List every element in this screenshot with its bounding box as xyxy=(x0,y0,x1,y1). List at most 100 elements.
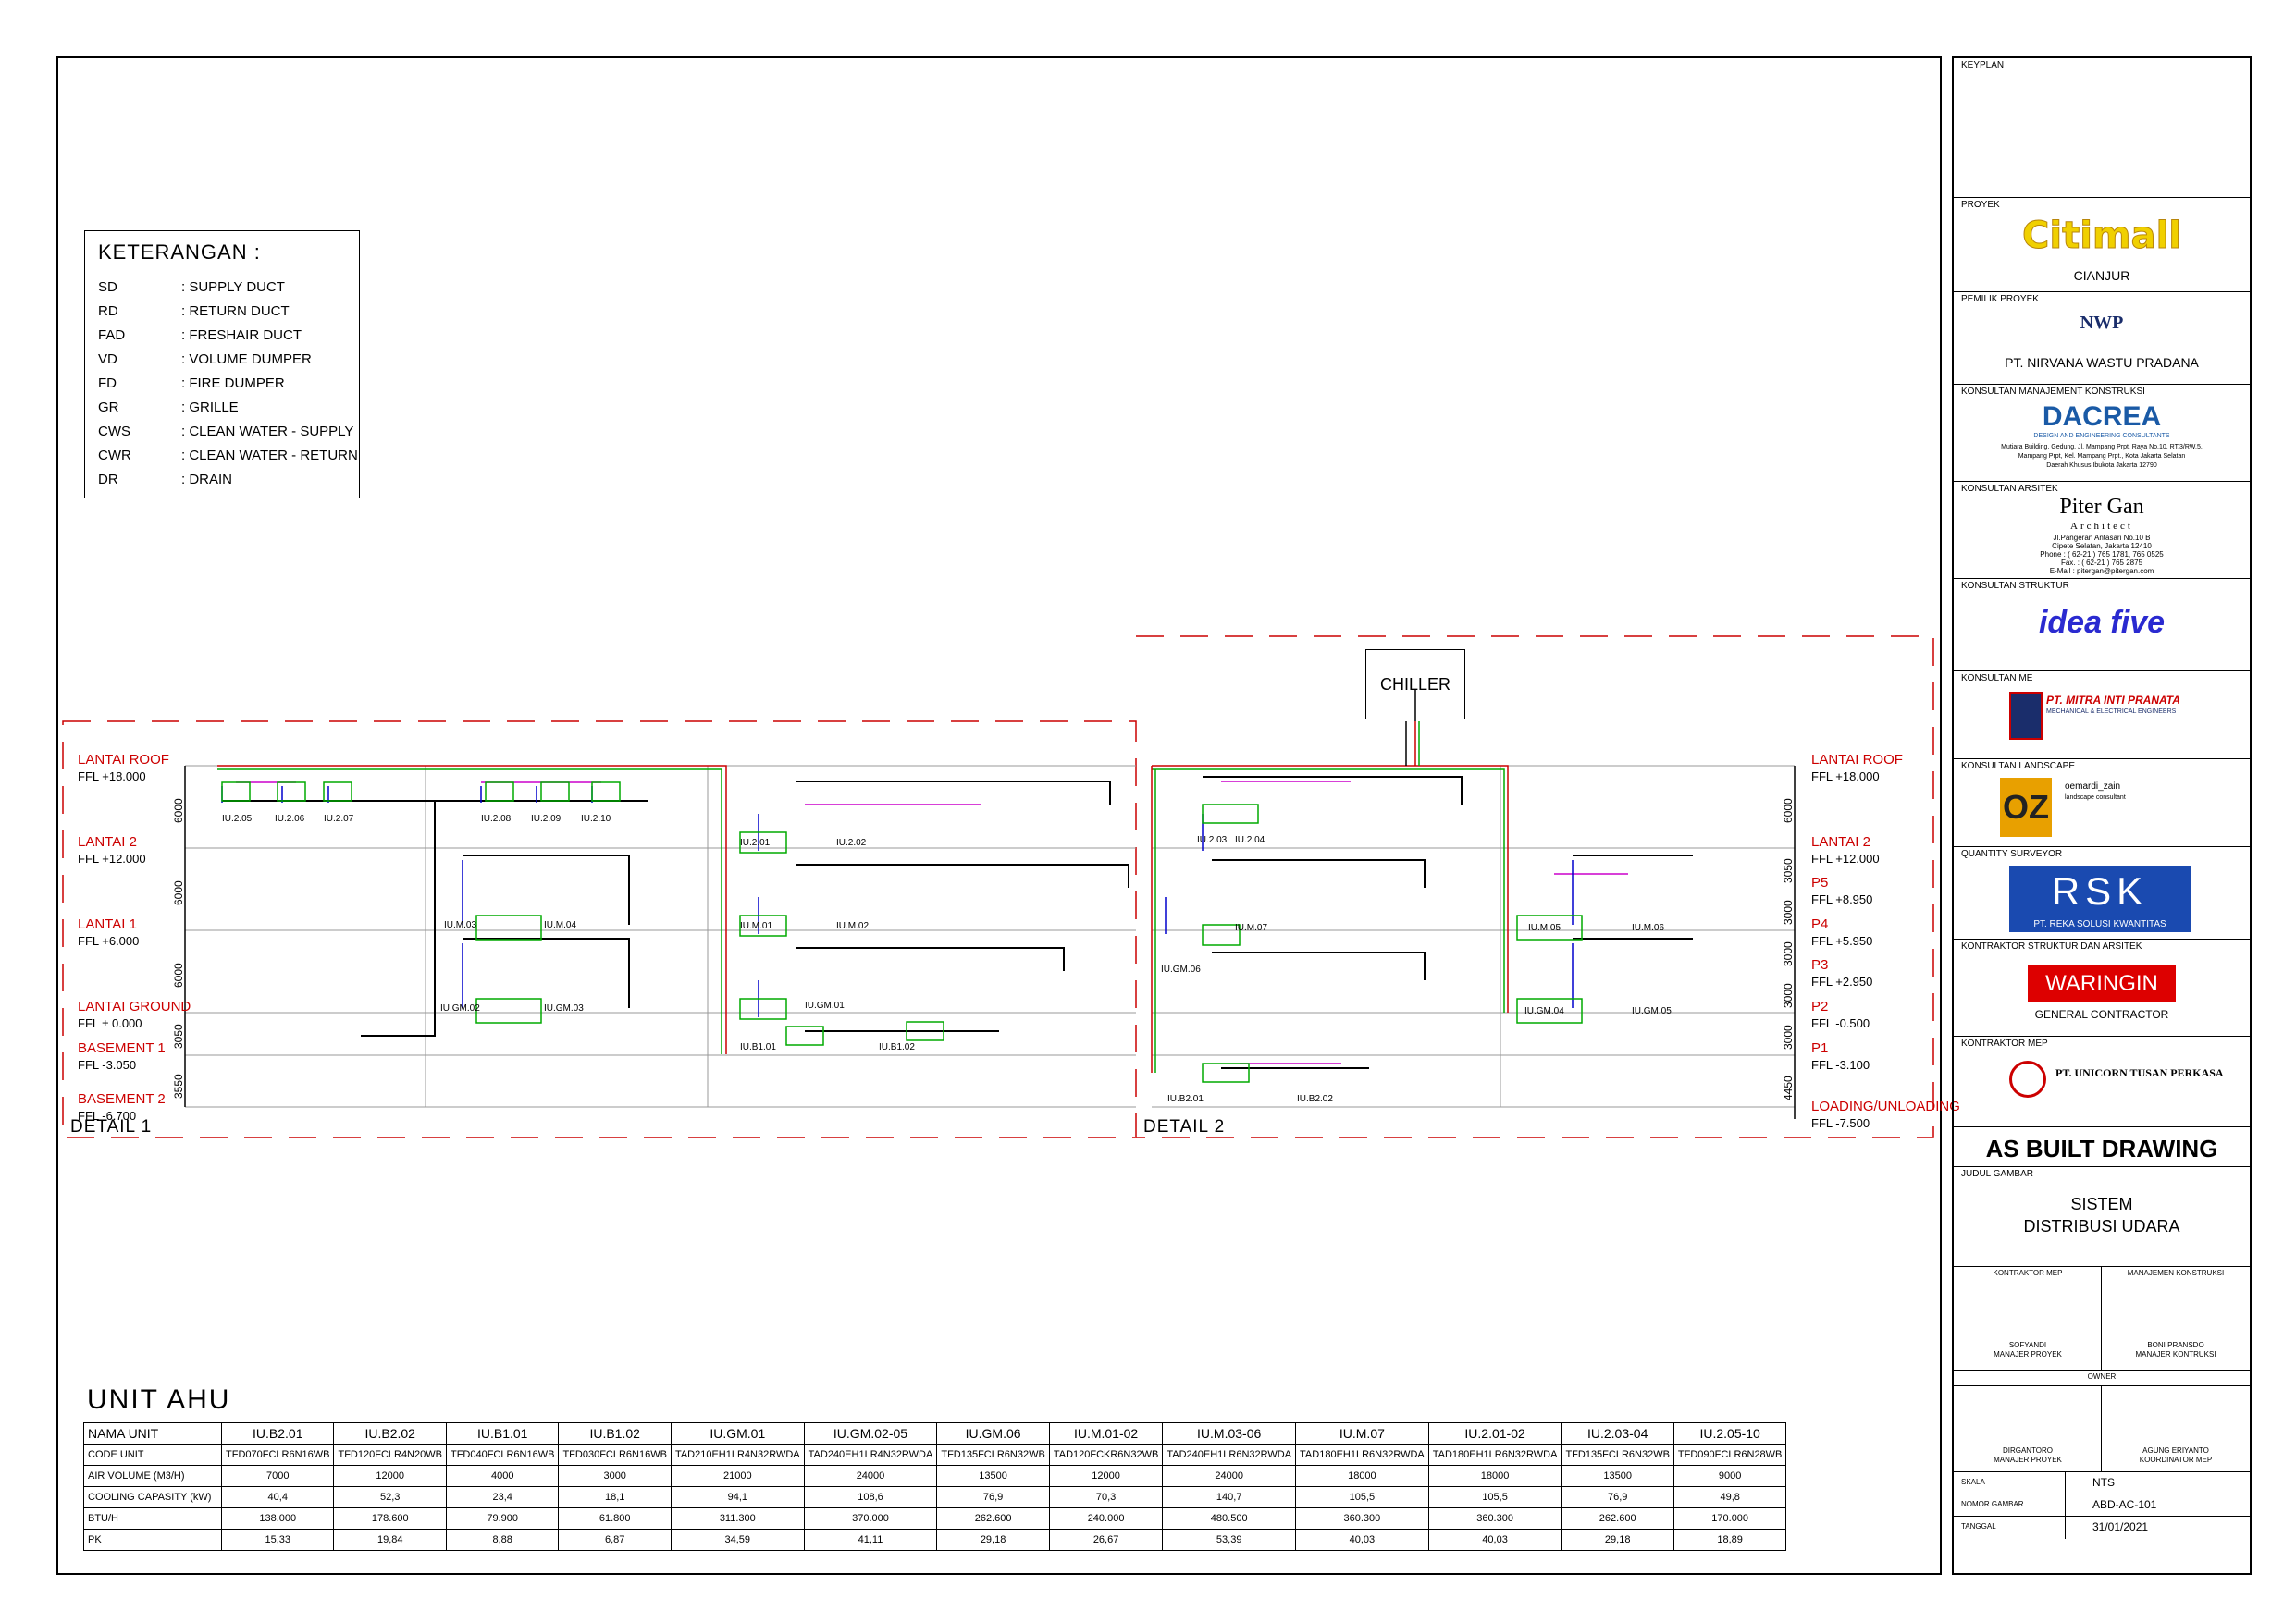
unit-label: IU.2.04 xyxy=(1235,835,1265,845)
level-label: LANTAI ROOF xyxy=(1811,752,1903,768)
level-ffl: FFL +18.000 xyxy=(1811,769,1880,783)
legend-row: FD: FIRE DUMPER xyxy=(98,375,285,391)
level-label: LANTAI GROUND xyxy=(78,999,191,1014)
unit-label: IU.M.06 xyxy=(1632,923,1665,933)
level-label: BASEMENT 2 xyxy=(78,1091,166,1107)
legend-row: FAD: FRESHAIR DUCT xyxy=(98,327,302,343)
date-row: TANGGAL 31/01/2021 xyxy=(1954,1516,2250,1539)
unit-label: IU.2.03 xyxy=(1197,835,1228,845)
unit-label: IU.B2.02 xyxy=(1297,1094,1333,1104)
schematic-drawing xyxy=(62,635,1934,1138)
level-label: LANTAI ROOF xyxy=(78,752,169,768)
dacrea-logo: DACREA xyxy=(2042,401,2162,432)
unit-label: IU.2.10 xyxy=(581,814,611,824)
legend-row: RD: RETURN DUCT xyxy=(98,303,290,319)
level-ffl: FFL +6.000 xyxy=(78,934,140,948)
dimension-label: 3000 xyxy=(1782,900,1795,925)
level-ffl: FFL -7.500 xyxy=(1811,1116,1870,1130)
dimension-label: 3000 xyxy=(1782,1025,1795,1050)
unit-label: IU.GM.02 xyxy=(440,1003,480,1014)
project-section: PROYEK Citimall CIANJUR xyxy=(1954,197,2250,291)
level-label: LANTAI 2 xyxy=(1811,834,1870,850)
dimension-label: 3000 xyxy=(1782,941,1795,966)
level-label: BASEMENT 1 xyxy=(78,1040,166,1056)
unit-label: IU.GM.03 xyxy=(544,1003,584,1014)
ahu-title: UNIT AHU xyxy=(87,1384,231,1415)
architect-section: KONSULTAN ARSITEK Piter Gan Architect Jl… xyxy=(1954,481,2250,578)
level-ffl: FFL ± 0.000 xyxy=(78,1016,142,1030)
dimension-label: 4450 xyxy=(1782,1076,1795,1100)
pitergan-logo: Piter Gan xyxy=(2059,495,2144,519)
unit-label: IU.2.09 xyxy=(531,814,562,824)
level-ffl: FFL +2.950 xyxy=(1811,975,1873,989)
drawing-title-section: JUDUL GAMBAR SISTEM DISTRIBUSI UDARA xyxy=(1954,1166,2250,1266)
mep-section: KONTRAKTOR MEP PT. UNICORN TUSAN PERKASA xyxy=(1954,1036,2250,1126)
dimension-label: 3000 xyxy=(1782,983,1795,1008)
legend-box: KETERANGAN : SD: SUPPLY DUCT RD: RETURN … xyxy=(84,230,360,498)
unit-label: IU.B2.01 xyxy=(1167,1094,1204,1104)
unit-label: IU.M.03 xyxy=(444,920,477,930)
oz-logo: OZ xyxy=(2000,778,2052,837)
unit-label: IU.GM.06 xyxy=(1161,965,1201,975)
legend-row: SD: SUPPLY DUCT xyxy=(98,279,285,295)
contractor-section: KONTRAKTOR STRUKTUR DAN ARSITEK WARINGIN… xyxy=(1954,939,2250,1036)
level-ffl: FFL -0.500 xyxy=(1811,1016,1870,1030)
title-block: KEYPLAN PROYEK Citimall CIANJUR PEMILIK … xyxy=(1952,56,2252,1575)
level-label: P5 xyxy=(1811,875,1829,891)
unit-label: IU.2.07 xyxy=(324,814,354,824)
level-ffl: FFL +12.000 xyxy=(1811,852,1880,866)
idea-five-logo: idea five xyxy=(2038,605,2166,640)
level-label: P3 xyxy=(1811,957,1829,973)
unit-label: IU.M.07 xyxy=(1235,923,1268,933)
level-ffl: FFL -3.100 xyxy=(1811,1058,1870,1072)
legend-row: DR: DRAIN xyxy=(98,472,233,487)
signature-section-1: KONTRAKTOR MEP MANAJEMEN KONSTRUKSI SOFY… xyxy=(1954,1266,2250,1370)
structure-section: KONSULTAN STRUKTUR idea five xyxy=(1954,578,2250,670)
unit-label: IU.GM.04 xyxy=(1524,1006,1564,1016)
waringin-logo: WARINGIN xyxy=(2028,965,2176,1002)
legend-row: VD: VOLUME DUMPER xyxy=(98,351,312,367)
legend-row: CWS: CLEAN WATER - SUPPLY xyxy=(98,424,354,439)
unit-label: IU.M.02 xyxy=(836,921,870,931)
dimension-label: 6000 xyxy=(172,798,185,823)
signature-section-2: OWNER DIRGANTORO MANAJER PROYEK AGUNG ER… xyxy=(1954,1370,2250,1472)
dimension-label: 6000 xyxy=(1782,798,1795,823)
dimension-label: 3050 xyxy=(172,1024,185,1049)
dimension-label: 3050 xyxy=(1782,858,1795,883)
ahu-row-label: NAMA UNIT xyxy=(83,1422,222,1445)
unit-label: IU.B1.01 xyxy=(740,1042,776,1052)
level-label: P4 xyxy=(1811,916,1829,932)
level-ffl: FFL +5.950 xyxy=(1811,934,1873,948)
level-label: P1 xyxy=(1811,1040,1829,1056)
keyplan-section: KEYPLAN xyxy=(1961,60,2005,70)
unit-label: IU.GM.05 xyxy=(1632,1006,1672,1016)
level-label: LANTAI 2 xyxy=(78,834,137,850)
unit-label: IU.2.06 xyxy=(275,814,305,824)
unit-label: IU.2.01 xyxy=(740,838,771,848)
detail-2-label: DETAIL 2 xyxy=(1143,1117,1226,1137)
as-built-section: AS BUILT DRAWING xyxy=(1954,1126,2250,1166)
number-row: NOMOR GAMBAR ABD-AC-101 xyxy=(1954,1494,2250,1517)
unit-label: IU.2.05 xyxy=(222,814,253,824)
rsk-logo: RSK xyxy=(2009,866,2191,917)
legend-row: GR: GRILLE xyxy=(98,400,239,415)
mip-logo xyxy=(2009,692,2043,740)
unit-label: IU.2.08 xyxy=(481,814,512,824)
landscape-section: KONSULTAN LANDSCAPE OZ oemardi_zain land… xyxy=(1954,758,2250,846)
legend-row: CWR: CLEAN WATER - RETURN xyxy=(98,448,358,463)
level-ffl: FFL +8.950 xyxy=(1811,892,1873,906)
qs-section: QUANTITY SURVEYOR RSK PT. REKA SOLUSI KW… xyxy=(1954,846,2250,939)
dimension-label: 3550 xyxy=(172,1074,185,1099)
unit-label: IU.GM.01 xyxy=(805,1001,845,1011)
mk-section: KONSULTAN MANAJEMENT KONSTRUKSI DACREA D… xyxy=(1954,384,2250,481)
level-ffl: FFL -6.700 xyxy=(78,1109,137,1123)
me-section: KONSULTAN ME PT. MITRA INTI PRANATA MECH… xyxy=(1954,670,2250,758)
detail-1-label: DETAIL 1 xyxy=(70,1117,153,1137)
